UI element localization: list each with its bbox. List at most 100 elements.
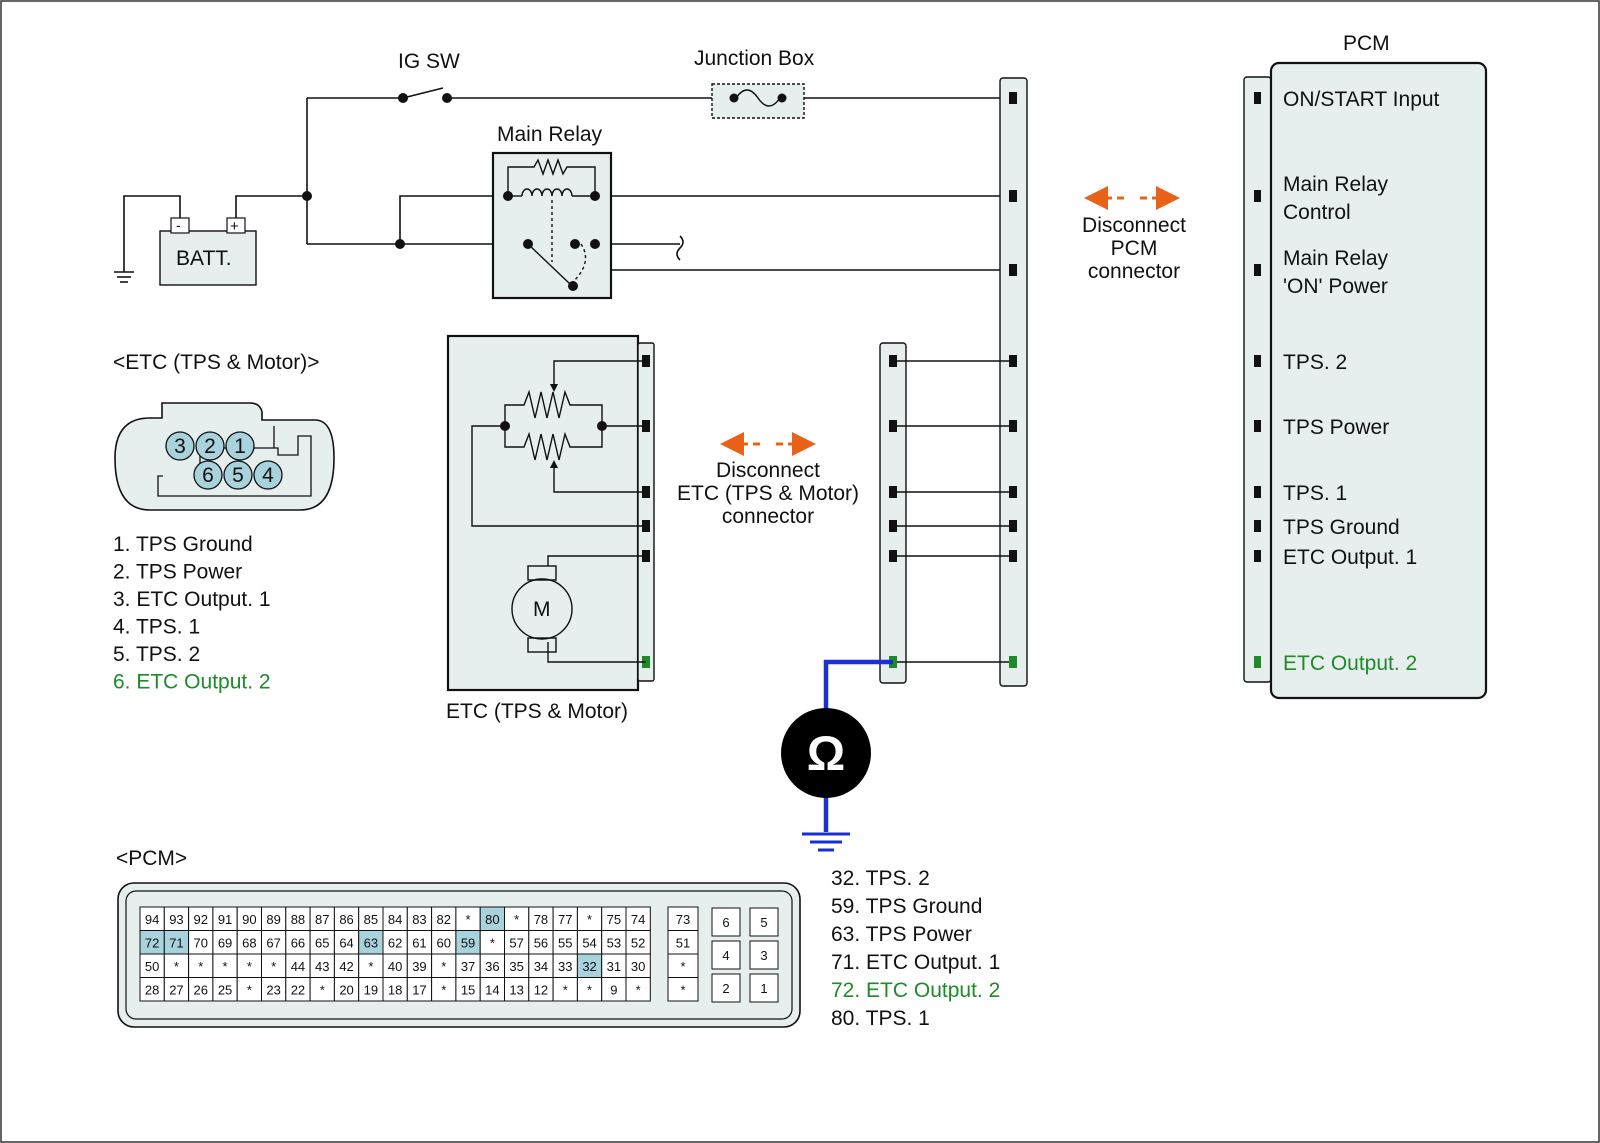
pcm-grid-cell-label: 26: [194, 982, 208, 997]
pcm-grid-cell-label: 25: [218, 982, 232, 997]
pcm-grid-cell-label: 63: [364, 935, 378, 950]
junction-box: Junction Box: [694, 47, 815, 119]
pcm-grid-cell-label: 36: [485, 959, 499, 974]
pcm-grid-cell-label: 30: [631, 959, 645, 974]
pcm-grid-cell-label: 27: [169, 982, 183, 997]
motor-label: M: [533, 598, 551, 621]
pcm-grid-cell-label: 35: [509, 959, 523, 974]
pcm-grid-cell-label: *: [466, 912, 471, 927]
pcm-grid-cell-label: *: [441, 982, 446, 997]
pcm-grid-cell-label: 43: [315, 959, 329, 974]
pcm-pin-label: ETC Output. 2: [1283, 652, 1417, 675]
pcm-grid-cell-label: 75: [607, 912, 621, 927]
pcm-pin-label: ETC Output. 1: [1283, 546, 1417, 569]
main-relay-label: Main Relay: [497, 123, 603, 146]
pcm-grid-cell-label: 44: [291, 959, 305, 974]
pcm-pin: [1254, 486, 1261, 498]
pcm-grid-cell-label: 9: [610, 982, 617, 997]
pcm-grid-cell-label: 52: [631, 935, 645, 950]
pcm-grid-cell-label: *: [441, 959, 446, 974]
pcm-grid-cell-label: 14: [485, 982, 499, 997]
pcm-pin: [1254, 550, 1261, 562]
pcm-pin: [1254, 264, 1261, 276]
pcm-grid-cell-label: 80: [485, 912, 499, 927]
pcm-grid-cell-label: *: [271, 959, 276, 974]
etc-side-connector-strip: [879, 342, 907, 684]
pcm-small-cell-label: 2: [722, 981, 729, 996]
pcm-pin: [1254, 520, 1261, 532]
etc-pin-number: 5: [232, 464, 244, 487]
pcm-grid-cell-label: 60: [437, 935, 451, 950]
pcm-grid-cell-label: *: [198, 959, 203, 974]
pcm-grid-cell-label: *: [514, 912, 519, 927]
pin-list-item: 2. TPS Power: [113, 561, 242, 584]
pin-list-item: 32. TPS. 2: [831, 867, 930, 890]
pcm-grid-cell-label: *: [223, 959, 228, 974]
main-relay: Main Relay: [491, 123, 613, 300]
pin-list-item: 5. TPS. 2: [113, 643, 200, 666]
pcm-grid-cell-label: *: [247, 982, 252, 997]
pcm-grid-cell-label: 61: [412, 935, 426, 950]
pcm-grid-cell-label: 12: [534, 982, 548, 997]
pcm-small-cell: [711, 973, 741, 1003]
pin-list-item: 72. ETC Output. 2: [831, 979, 1000, 1002]
etc-pin: [195, 431, 225, 461]
battery-label: BATT.: [176, 247, 232, 270]
pcm-small-cell: [749, 940, 779, 970]
pin-list-item: 3. ETC Output. 1: [113, 588, 271, 611]
pcm-small-cell: [711, 907, 741, 937]
pcm-grid-cell-label: 93: [169, 912, 183, 927]
pcm-grid-cell-label: 54: [582, 935, 596, 950]
pcm-grid-cell-label: 33: [558, 959, 572, 974]
pcm-grid-cell-label: 78: [534, 912, 548, 927]
pcm-grid-cell-label: 87: [315, 912, 329, 927]
pcm-grid-cell-label: 42: [339, 959, 353, 974]
pcm-grid-cell-label: *: [490, 935, 495, 950]
pcm-small-cell: [711, 940, 741, 970]
pcm-grid-cell-label: 22: [291, 982, 305, 997]
pcm-title: PCM: [1343, 32, 1390, 55]
pcm-pin: [1254, 190, 1261, 202]
pcm-grid-cell-label: 86: [339, 912, 353, 927]
pcm-connector-title: <PCM>: [116, 847, 187, 870]
pcm-pin: [1254, 355, 1261, 367]
harness-wires: [893, 360, 1013, 663]
battery-negative-terminal: -: [176, 217, 181, 233]
pcm-grid-cell-label: 19: [364, 982, 378, 997]
junction-dots: [302, 93, 452, 249]
pcm-small-cell-label: 1: [760, 981, 767, 996]
pcm-grid-cell-label: *: [563, 982, 568, 997]
pcm-grid-cell-label: 55: [558, 935, 572, 950]
pcm-pin-label: Main Relay: [1283, 247, 1389, 270]
pcm-grid-cell-label: 18: [388, 982, 402, 997]
pcm-side-cell: [667, 977, 699, 1002]
disconnect-etc-line2: ETC (TPS & Motor): [677, 482, 859, 505]
pcm-grid-cell-label: 23: [266, 982, 280, 997]
pcm-grid-cell-label: *: [247, 959, 252, 974]
disconnect-pcm-annotation: Disconnect PCM connector: [1082, 186, 1186, 283]
etc-connector-title: <ETC (TPS & Motor)>: [113, 351, 320, 374]
pcm-grid-cell-label: 64: [339, 935, 353, 950]
pin-list-item: 6. ETC Output. 2: [113, 671, 271, 694]
disconnect-etc-line3: connector: [722, 505, 814, 528]
pcm-grid-cell-label: 67: [266, 935, 280, 950]
etc-pin-number: 6: [202, 464, 214, 487]
pcm-small-cell: [749, 907, 779, 937]
pcm-grid-cell-label: *: [320, 982, 325, 997]
pcm-grid-cell-label: *: [587, 982, 592, 997]
pcm-grid-cell-label: *: [174, 959, 179, 974]
pcm-grid-cell: [625, 977, 651, 1002]
pcm-pin: [1254, 420, 1261, 432]
pcm-grid-cell-label: 65: [315, 935, 329, 950]
pcm-pin-label: TPS. 1: [1283, 482, 1347, 505]
pcm-grid-cell-label: 82: [437, 912, 451, 927]
pcm-pin-label: Main Relay: [1283, 173, 1389, 196]
junction-box-label: Junction Box: [694, 47, 815, 70]
pcm-grid-cell-label: 69: [218, 935, 232, 950]
etc-pin: [193, 460, 223, 490]
pcm-pin-label: TPS. 2: [1283, 351, 1347, 374]
etc-pin: [253, 460, 283, 490]
